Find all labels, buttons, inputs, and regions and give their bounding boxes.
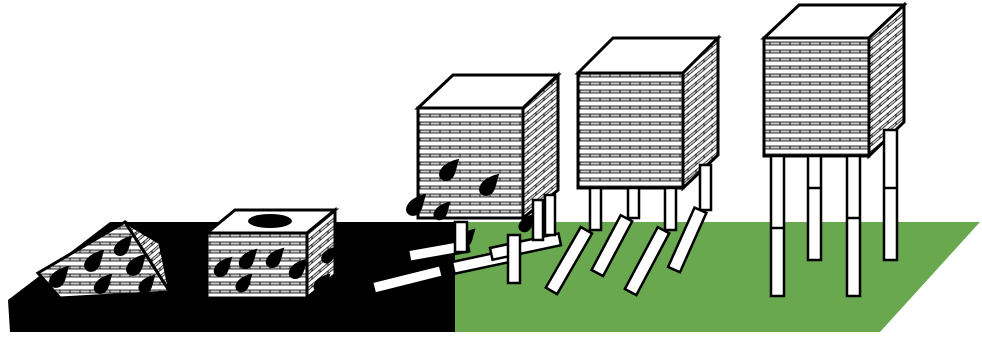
stage-oil-covered-shelter <box>207 210 337 298</box>
